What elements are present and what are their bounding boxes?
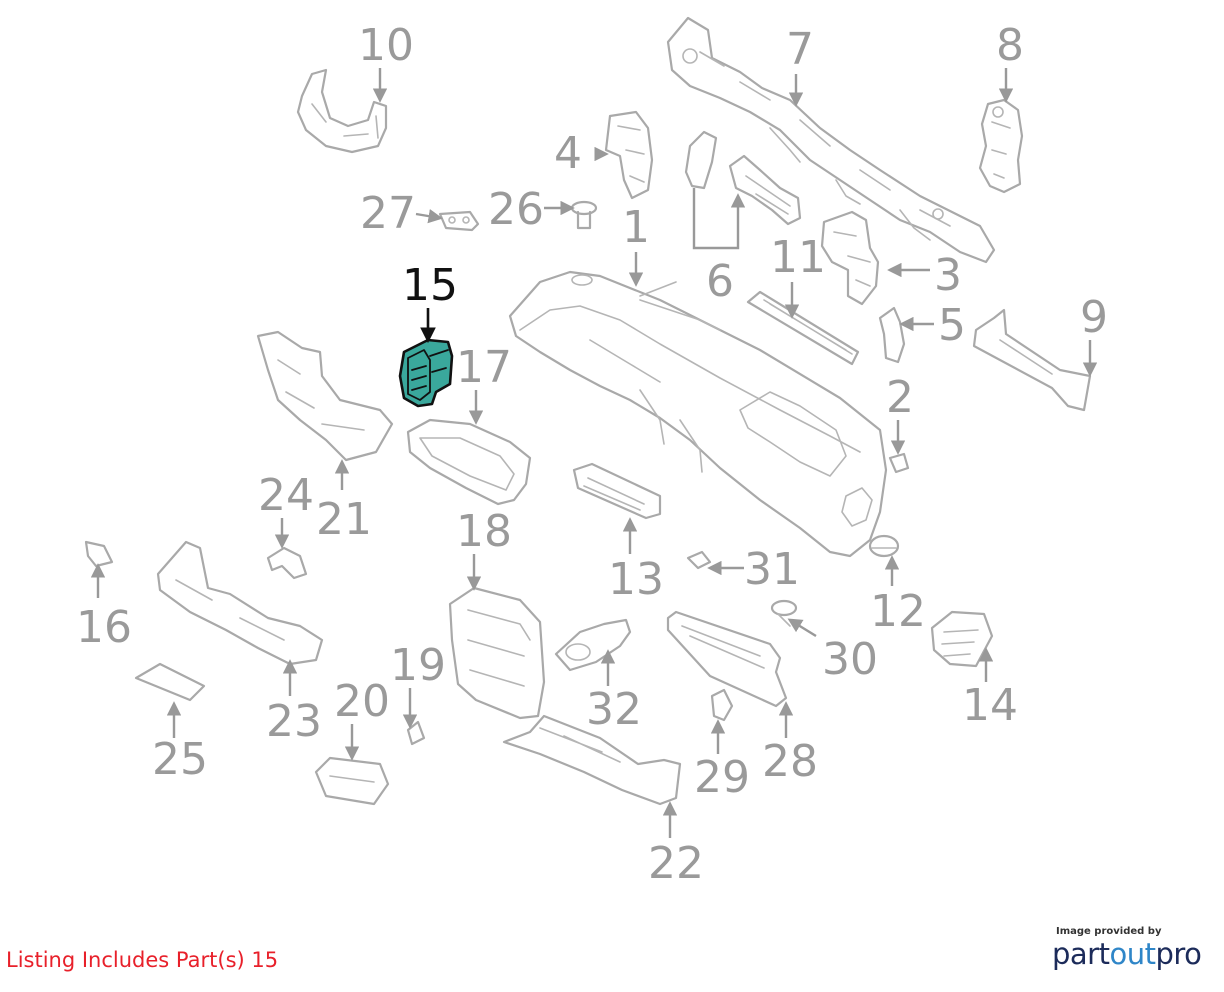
part-22-shape: [502, 714, 682, 806]
callout-2: 2: [886, 372, 914, 423]
listing-note: Listing Includes Part(s) 15: [6, 948, 279, 972]
callout-17: 17: [456, 342, 512, 393]
callout-13: 13: [608, 554, 664, 605]
callout-26: 26: [488, 184, 544, 235]
leader-30: [787, 618, 817, 638]
part-18-shape: [448, 586, 546, 720]
part-20-shape: [314, 756, 390, 806]
part-12-shape: [868, 534, 900, 558]
part-26-shape: [570, 200, 598, 230]
logo-pro-text: pro: [1155, 937, 1202, 971]
leader-lines: [90, 68, 1098, 838]
callout-9: 9: [1080, 292, 1108, 343]
callout-18: 18: [456, 506, 512, 557]
part-4-shape: [604, 110, 654, 200]
callout-19: 19: [390, 640, 446, 691]
logo-part-text: part: [1052, 937, 1110, 971]
part-28-shape: [666, 610, 788, 708]
part-13-shape: [572, 462, 662, 520]
callout-23: 23: [266, 696, 322, 747]
leader-6: [692, 188, 746, 250]
callout-32: 32: [586, 684, 642, 735]
callout-15: 15: [402, 260, 458, 311]
part-32-shape: [554, 618, 632, 672]
part-10-shape: [296, 68, 388, 154]
provider-caption: Image provided by: [1056, 926, 1162, 937]
callout-8: 8: [996, 20, 1024, 71]
part-8-shape: [978, 98, 1024, 194]
callout-30: 30: [822, 634, 878, 685]
part-31-shape: [686, 550, 712, 570]
leader-27: [415, 209, 443, 224]
provider-logo: Image provided by partoutpro: [1052, 926, 1212, 971]
part-3-shape: [820, 210, 880, 306]
logo-out-text: out: [1109, 937, 1156, 971]
part-25-shape: [134, 662, 206, 702]
callout-31: 31: [744, 544, 800, 595]
part-15-shape: [398, 338, 454, 408]
callout-5: 5: [938, 300, 966, 351]
callout-12: 12: [870, 586, 926, 637]
part-17-shape: [406, 418, 532, 506]
callout-22: 22: [648, 838, 704, 889]
part-9-shape: [972, 308, 1092, 412]
callout-29: 29: [694, 752, 750, 803]
part-27-shape: [438, 210, 480, 232]
part-16-shape: [84, 540, 114, 568]
part-14-shape: [930, 610, 994, 668]
part-21-shape: [256, 330, 394, 462]
callout-20: 20: [334, 676, 390, 727]
part-5-shape: [878, 306, 906, 364]
part-1-shape: [508, 270, 888, 558]
callout-10: 10: [358, 20, 414, 71]
callout-11: 11: [770, 232, 826, 283]
callout-21: 21: [316, 494, 372, 545]
part-7-shape: [666, 16, 996, 264]
callout-4: 4: [554, 128, 582, 179]
callout-7: 7: [786, 24, 814, 75]
callout-24: 24: [258, 470, 314, 521]
callout-3: 3: [934, 250, 962, 301]
callout-28: 28: [762, 736, 818, 787]
part-11-shape: [746, 290, 860, 366]
callout-14: 14: [962, 680, 1018, 731]
callout-6: 6: [706, 256, 734, 307]
callout-25: 25: [152, 734, 208, 785]
part-6-shape: [684, 130, 802, 226]
partoutpro-logo: partoutpro: [1052, 937, 1212, 971]
part-2-shape: [888, 452, 910, 474]
part-23-shape: [156, 540, 324, 666]
part-24-shape: [266, 546, 308, 580]
part-29-shape: [710, 688, 734, 722]
callout-27: 27: [360, 188, 416, 239]
callout-16: 16: [76, 602, 132, 653]
callout-1: 1: [622, 202, 650, 253]
